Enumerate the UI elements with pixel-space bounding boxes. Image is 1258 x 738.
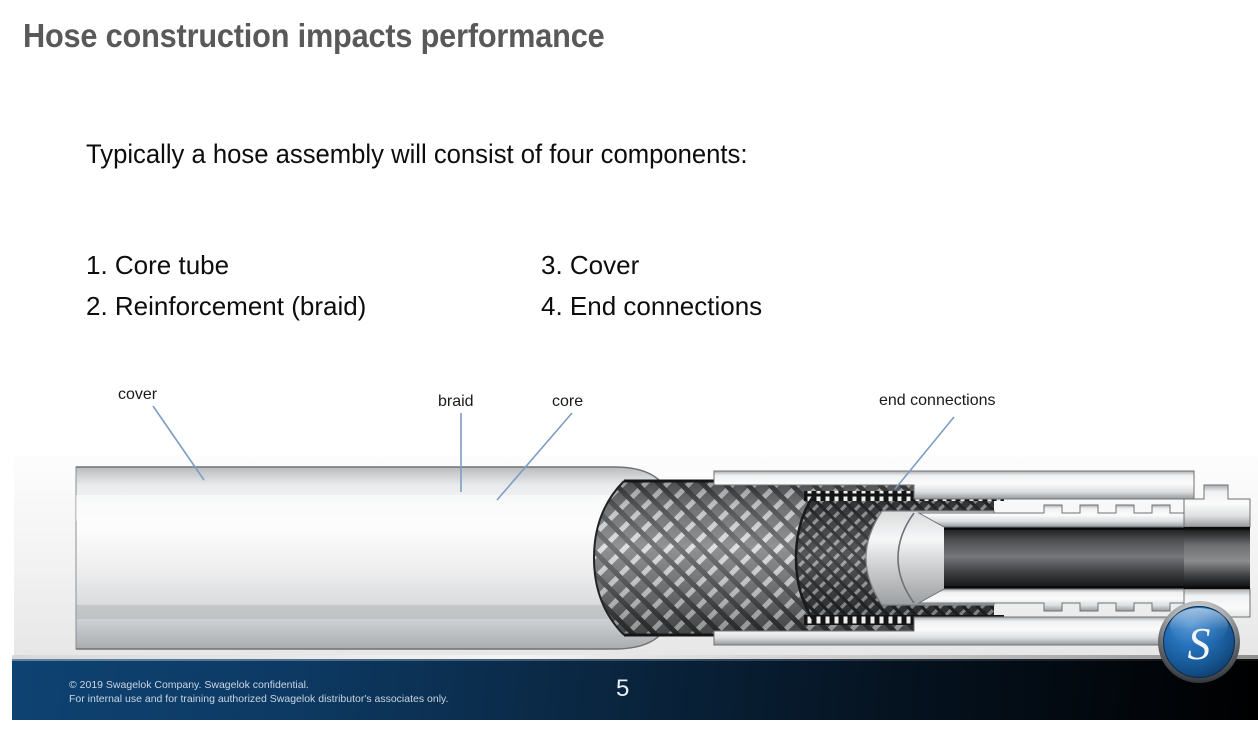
component-item-4: 4. End connections [541, 291, 763, 321]
copyright-line-2: For internal use and for training author… [69, 693, 449, 705]
intro-text: Typically a hose assembly will consist o… [86, 139, 748, 169]
page-number: 5 [616, 675, 630, 702]
list-item: 2. Reinforcement (braid) 4. End connecti… [86, 291, 986, 322]
copyright-notice: © 2019 Swagelok Company. Swagelok confid… [69, 678, 448, 706]
callout-label-end-connections: end connections [879, 392, 996, 409]
components-list: 1. Core tube 3. Cover 2. Reinforcement (… [86, 250, 986, 332]
footer-sheen [12, 659, 1258, 661]
callout-label-braid: braid [438, 393, 474, 410]
callout-label-core: core [552, 393, 584, 410]
component-item-1: 1. Core tube [86, 250, 230, 280]
copyright-line-1: © 2019 Swagelok Company. Swagelok confid… [69, 679, 309, 691]
swagelok-logo-icon: S [1157, 600, 1241, 684]
end-connection-barb [917, 504, 1185, 612]
swagelok-logo-letter: S [1188, 618, 1211, 669]
fitting-bore [1184, 527, 1250, 589]
hose-diagram-graphic [75, 466, 1251, 650]
slide-footer: © 2019 Swagelok Company. Swagelok confid… [12, 659, 1258, 720]
callout-label-cover: cover [118, 386, 158, 403]
page-title: Hose construction impacts performance [23, 17, 605, 54]
list-item: 1. Core tube 3. Cover [86, 250, 986, 281]
component-item-3: 3. Cover [541, 250, 640, 280]
hose-cutaway-diagram [14, 455, 1258, 660]
footer-top-highlight [12, 655, 1258, 659]
hose-cover-layer [75, 466, 683, 650]
component-item-2: 2. Reinforcement (braid) [86, 291, 367, 321]
